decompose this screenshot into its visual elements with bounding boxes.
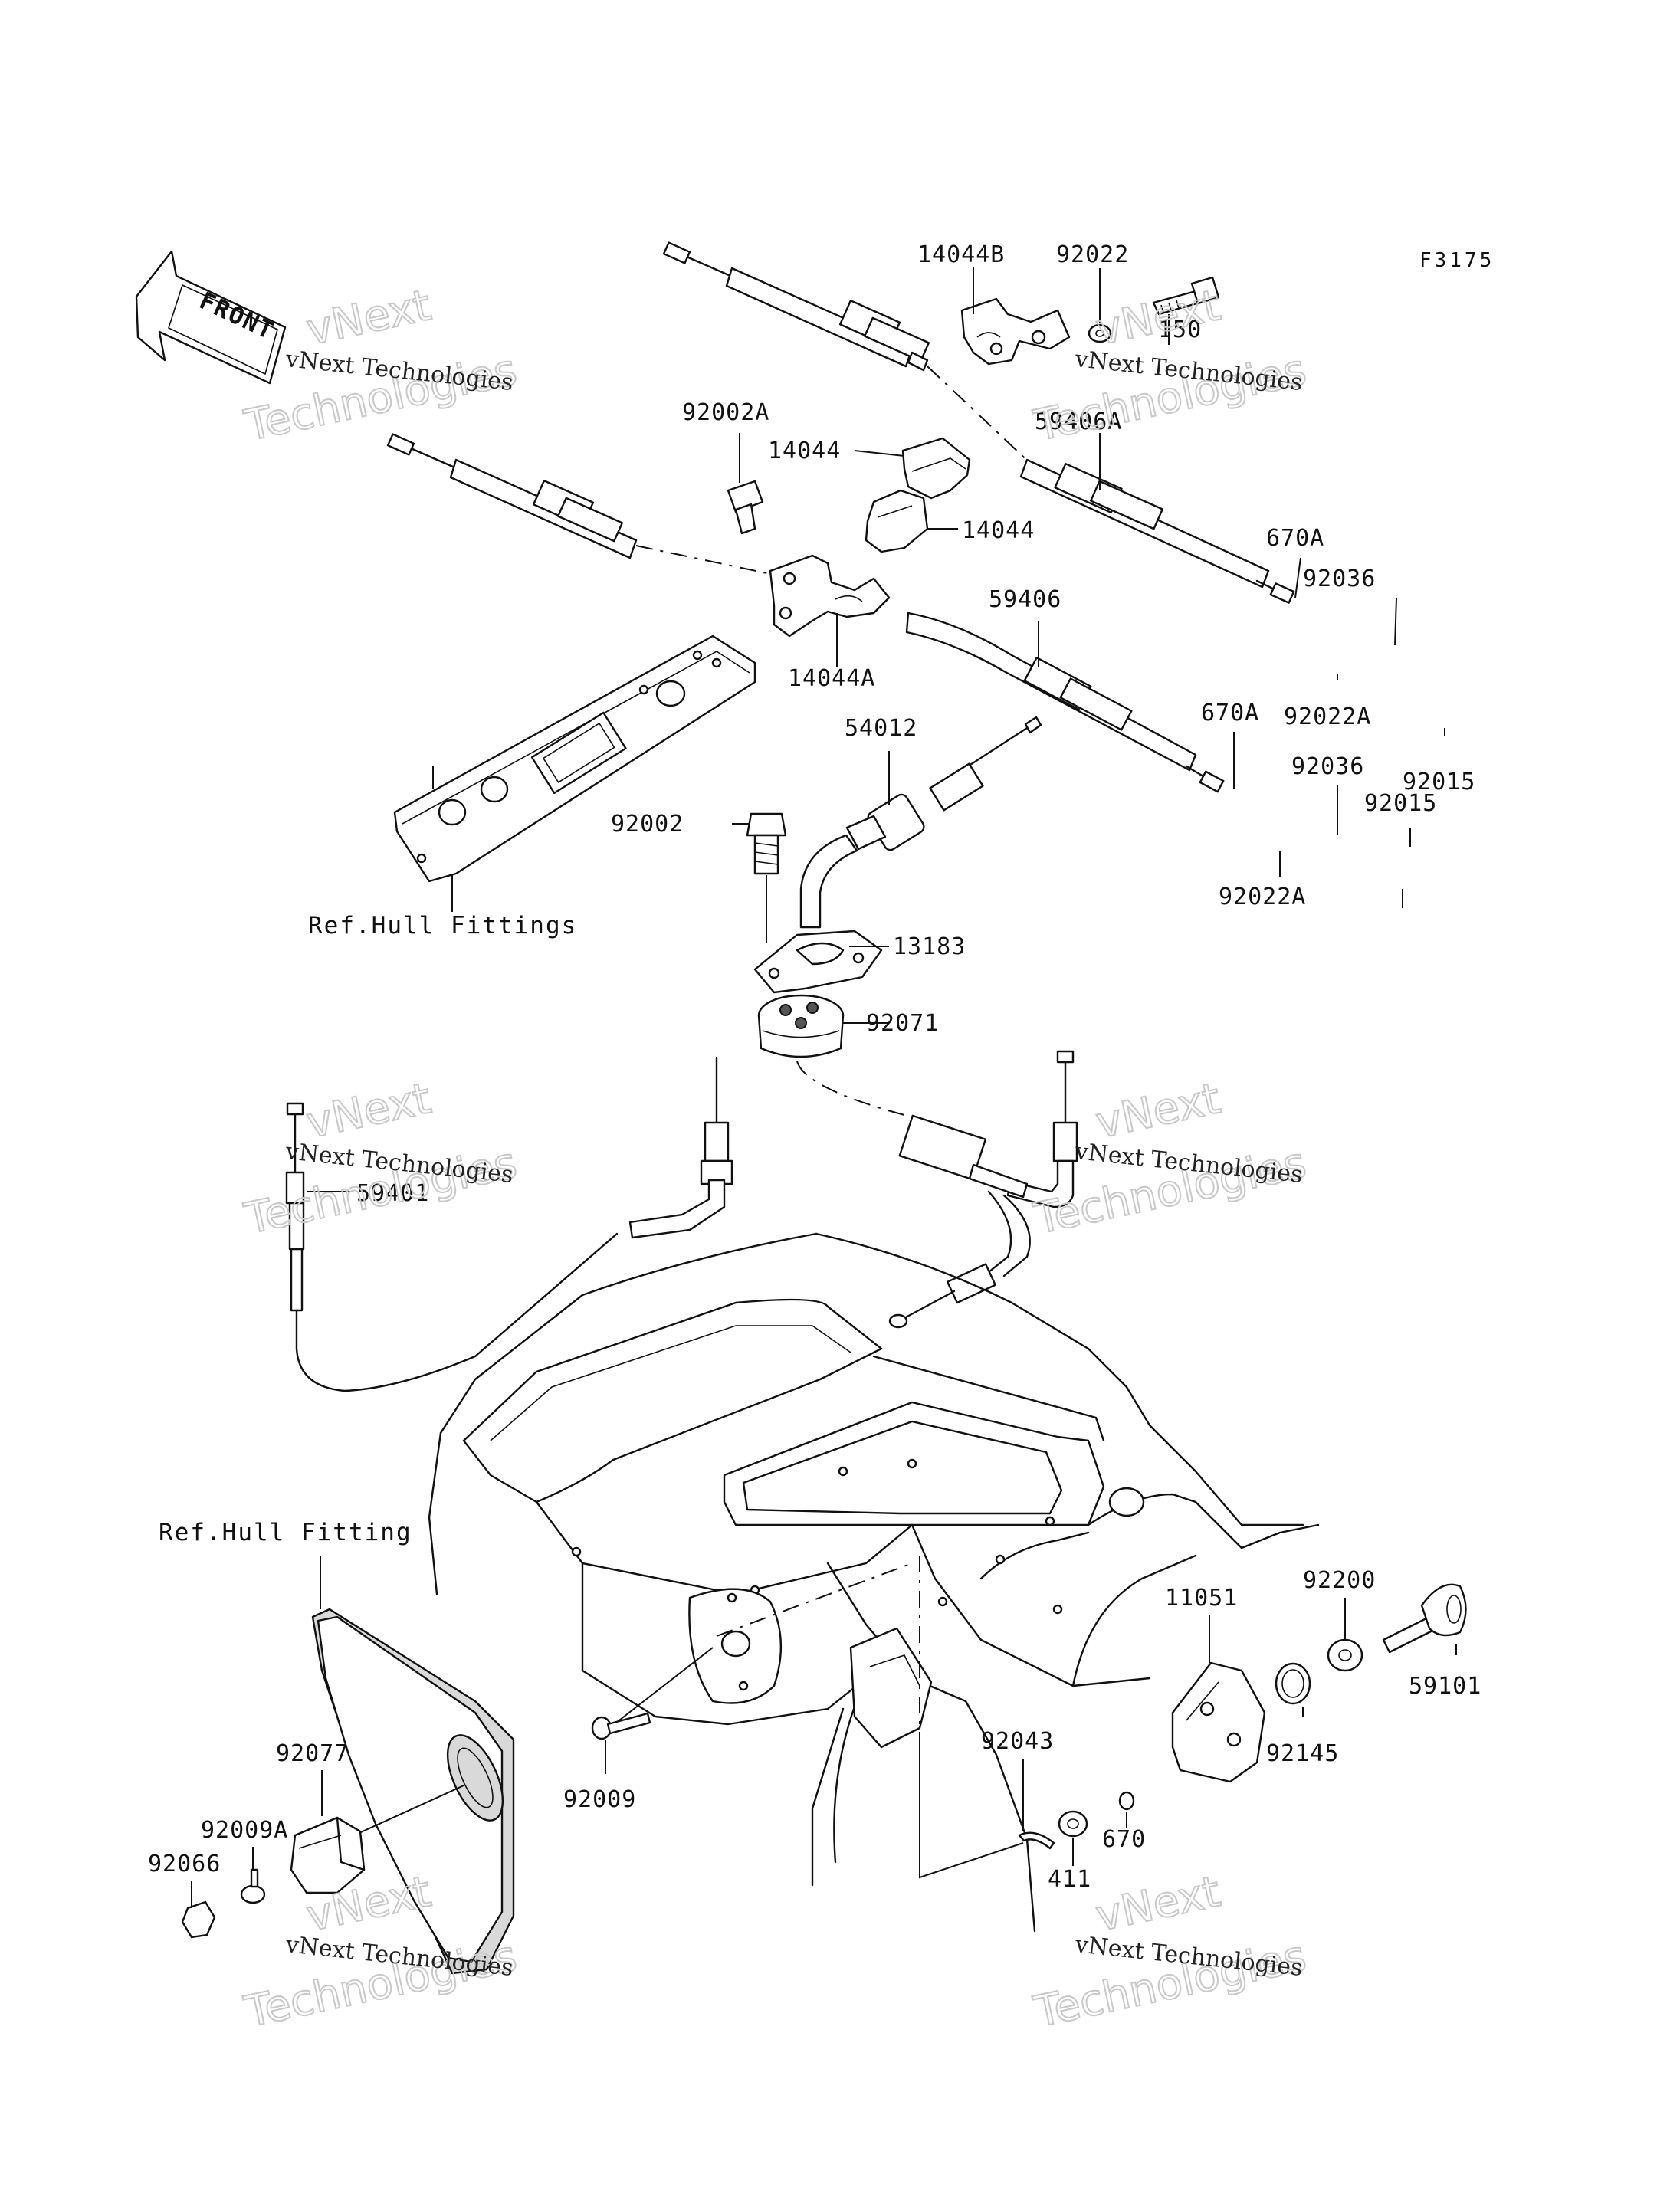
front-arrow-icon: FRONT xyxy=(135,250,287,385)
bolt-92002 xyxy=(746,812,787,943)
ref-hull-fitting-label: Ref.Hull Fitting xyxy=(159,1519,412,1546)
part-label: 92066 xyxy=(148,1851,221,1877)
plate-13183 xyxy=(753,930,883,994)
part-label: 59406A xyxy=(1035,408,1122,435)
part-label: 92036 xyxy=(1303,566,1376,592)
part-label: 92015 xyxy=(1403,769,1475,795)
clip-92043 xyxy=(1018,1831,1055,1850)
part-label: 92002 xyxy=(611,811,684,838)
o-ring-670 xyxy=(1118,1791,1135,1811)
cable-right-assembly xyxy=(888,1050,1078,1329)
part-label: 670 xyxy=(1102,1826,1146,1853)
o-ring-92145 xyxy=(1275,1662,1311,1705)
washer-92200 xyxy=(1327,1638,1363,1672)
hull-side-plate xyxy=(688,1588,783,1704)
bracket-14044A xyxy=(769,554,891,638)
part-label: 411 xyxy=(1048,1866,1091,1893)
bolt-92002A xyxy=(727,480,764,535)
part-label: 670A xyxy=(1266,525,1324,552)
part-label: 92022 xyxy=(1056,241,1129,268)
watermark-big: vNext xyxy=(1091,1867,1225,1942)
watermarks: vNext Technologies vNext Technologies vN… xyxy=(239,280,1311,2038)
part-label: 92145 xyxy=(1266,1740,1339,1767)
bracket-14044B xyxy=(960,297,1071,366)
figure-code: F3175 xyxy=(1419,249,1495,272)
cable-59401 xyxy=(285,1102,619,1392)
watermark-big: vNext xyxy=(302,280,435,356)
hull-fittings-panel xyxy=(393,635,756,883)
bolt-150 xyxy=(1152,276,1220,316)
valve-59101 xyxy=(1382,1583,1467,1654)
hull-body xyxy=(428,1232,1320,1933)
part-label: 92071 xyxy=(866,1010,939,1037)
part-label: 92077 xyxy=(276,1740,349,1767)
watermark-big: vNext xyxy=(302,1074,435,1149)
knob-92077 xyxy=(290,1816,366,1894)
part-label: 59101 xyxy=(1409,1673,1481,1700)
part-label: 11051 xyxy=(1165,1585,1238,1612)
part-label: 14044 xyxy=(768,438,841,464)
throttle-cable-59406A xyxy=(662,241,1295,604)
cable-center xyxy=(628,1056,733,1239)
part-label: 92022A xyxy=(1284,703,1371,730)
hull-fitting-panel xyxy=(311,1608,515,1975)
throttle-cable-59406 xyxy=(386,433,1225,793)
nut-92066 xyxy=(181,1900,216,1939)
washer-411 xyxy=(1058,1810,1088,1838)
choke-cable-54012 xyxy=(799,716,1042,929)
cover-11051 xyxy=(1171,1661,1266,1783)
cover-14044-upper xyxy=(901,437,971,500)
watermark-big: vNext xyxy=(1091,280,1225,356)
part-label: 150 xyxy=(1158,316,1202,343)
part-labels: 14044B 92022 150 92002A 14044 14044 5940… xyxy=(148,241,1481,1893)
screw-92009 xyxy=(591,1712,651,1740)
part-label: 92009A xyxy=(201,1817,288,1844)
part-label: 92015 xyxy=(1364,790,1437,817)
ref-hull-fittings-label: Ref.Hull Fittings xyxy=(308,912,577,939)
part-label: 14044 xyxy=(962,517,1035,544)
part-label: 59406 xyxy=(989,586,1061,613)
watermark-big: vNext xyxy=(1091,1074,1225,1149)
part-label: 14044A xyxy=(788,665,875,692)
part-label: 92002A xyxy=(682,399,769,426)
part-label: 92043 xyxy=(981,1728,1054,1755)
cover-14044-lower xyxy=(865,489,929,553)
grommet-92071 xyxy=(757,994,845,1058)
part-label: 670A xyxy=(1201,700,1259,726)
part-label: 59401 xyxy=(356,1180,429,1207)
part-label: 92036 xyxy=(1291,753,1364,780)
part-label: 92200 xyxy=(1303,1567,1376,1594)
part-label: 54012 xyxy=(845,715,917,742)
washer-92022 xyxy=(1088,323,1112,343)
part-label: 92022A xyxy=(1219,884,1306,910)
part-label: 13183 xyxy=(893,933,966,960)
part-label: 92009 xyxy=(563,1786,636,1813)
screw-92009A xyxy=(240,1868,266,1904)
leader-lines xyxy=(191,267,1457,1908)
part-label: 14044B xyxy=(917,241,1005,268)
